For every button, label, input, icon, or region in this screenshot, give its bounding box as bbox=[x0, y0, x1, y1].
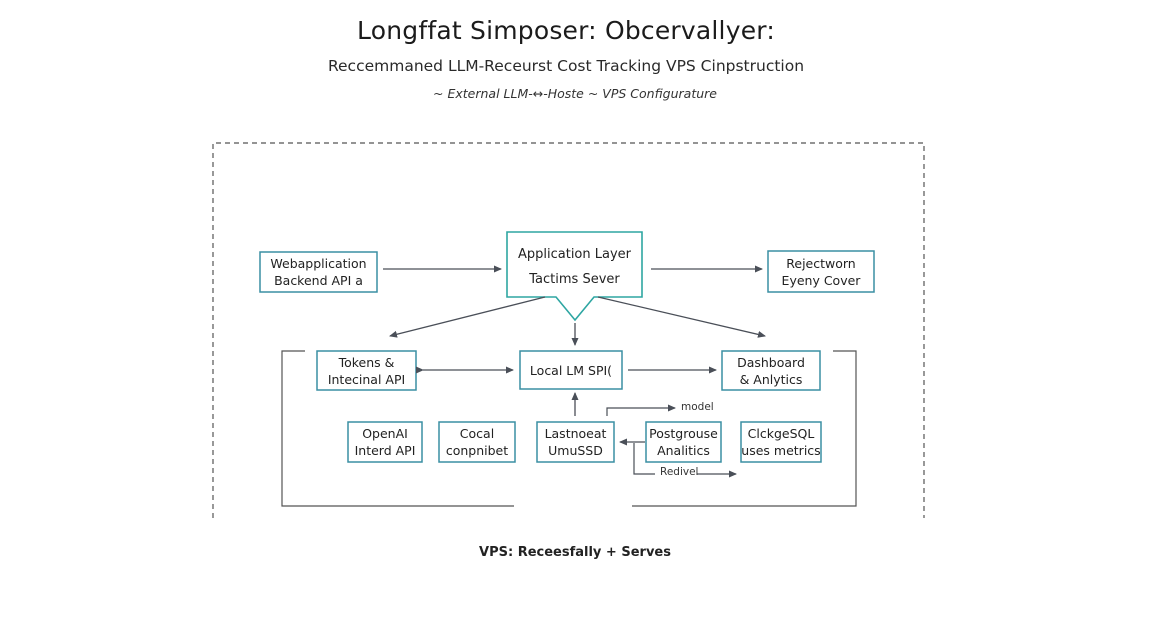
inner-bracket-right bbox=[632, 350, 857, 507]
dashboard-line2: & Anlytics bbox=[739, 371, 803, 387]
app-layer-node: Application Layer Tactims Sever bbox=[507, 241, 642, 293]
postgrouse-box bbox=[645, 421, 722, 463]
openai-box bbox=[347, 421, 423, 463]
postgrouse-line1: Postgrouse bbox=[649, 426, 718, 441]
app-layer-box bbox=[506, 231, 643, 322]
clickgsql-box bbox=[740, 421, 822, 463]
postgrouse-line2: Analitics bbox=[657, 443, 710, 458]
edge-label-redivel: Redivel bbox=[660, 466, 699, 478]
app-layer-line2: Tactims Sever bbox=[529, 272, 620, 287]
inner-bracket-left bbox=[281, 350, 514, 507]
arrow-app-to-dashboard bbox=[597, 296, 766, 338]
openai-line1: OpenAI bbox=[362, 426, 408, 441]
reject-node: Rejectworn Eyeny Cover bbox=[768, 251, 874, 292]
diagram-note: ~ External LLM-↔-Hoste ~ VPS Configuratu… bbox=[433, 86, 717, 101]
outer-dashed-frame bbox=[212, 142, 925, 518]
cocal-box bbox=[438, 421, 516, 463]
webapp-node: Webapplication Backend API a bbox=[260, 252, 377, 292]
dashboard-node: Dashboard & Anlytics bbox=[722, 351, 820, 390]
webapp-box bbox=[259, 251, 378, 293]
local-llm-line1: Local LM SPI( bbox=[529, 362, 613, 378]
cocal-line2: conpnibet bbox=[445, 443, 509, 458]
local-llm-node: Local LM SPI( bbox=[520, 351, 622, 389]
tokens-line2: Intecinal API bbox=[327, 371, 406, 387]
lastnoeat-box bbox=[536, 421, 615, 463]
edge-label-model: model bbox=[681, 401, 714, 413]
openai-line2: Interd API bbox=[354, 443, 416, 458]
diagram-title: Longffat Simposer: Obcervallyer: bbox=[357, 16, 775, 45]
reject-line2: Eyeny Cover bbox=[781, 272, 861, 288]
arrow-redivel bbox=[633, 443, 655, 475]
arrow-app-to-tokens bbox=[389, 296, 546, 338]
clickgsql-node: ClckgeSQL uses metrics bbox=[741, 422, 821, 462]
webapp-line2: Backend API a bbox=[274, 273, 363, 288]
openai-node: OpenAI Interd API bbox=[348, 422, 422, 462]
app-layer-line1: Application Layer bbox=[517, 247, 631, 262]
lastnoeat-line1: Lastnoeat bbox=[544, 426, 607, 441]
dashboard-line1: Dashboard bbox=[737, 354, 805, 370]
cocal-line1: Cocal bbox=[459, 426, 495, 441]
lastnoeat-node: Lastnoeat UmuSSD bbox=[537, 422, 614, 462]
reject-line1: Rejectworn bbox=[786, 255, 856, 271]
diagram-subtitle: Reccemmaned LLM-Receurst Cost Tracking V… bbox=[327, 57, 805, 75]
local-llm-box bbox=[519, 350, 623, 390]
tokens-node: Tokens & Intecinal API bbox=[317, 351, 416, 390]
lastnoeat-line2: UmuSSD bbox=[548, 443, 603, 458]
dashboard-box bbox=[721, 350, 821, 391]
postgrouse-node: Postgrouse Analitics bbox=[646, 422, 721, 462]
tokens-line1: Tokens & bbox=[338, 354, 395, 370]
reject-box bbox=[767, 250, 875, 293]
cocal-node: Cocal conpnibet bbox=[439, 422, 515, 462]
webapp-line1: Webapplication bbox=[270, 256, 367, 271]
clickgsql-line2: uses metrics bbox=[741, 443, 821, 458]
clickgsql-line1: ClckgeSQL bbox=[747, 426, 815, 441]
diagram-footer: VPS: Receesfally + Serves bbox=[479, 545, 671, 560]
arrow-model bbox=[606, 404, 676, 416]
